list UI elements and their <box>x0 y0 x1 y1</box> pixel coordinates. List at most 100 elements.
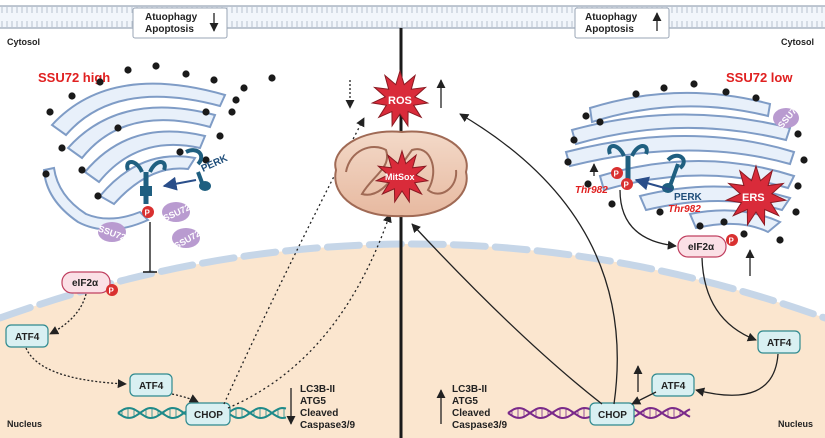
box-right-line1: Atuophagy <box>585 12 638 23</box>
atf4-nuclear-import-arrow <box>25 347 127 389</box>
nucleus <box>0 240 825 438</box>
atf4-right-nuclear-import-arrow <box>695 353 779 397</box>
title-ssu72-low: SSU72 low <box>726 70 793 85</box>
svg-text:CHOP: CHOP <box>194 410 223 421</box>
ribosome-dot-right-13 <box>792 208 800 216</box>
ribosome-dot-right-9 <box>596 118 604 126</box>
svg-text:P: P <box>614 170 620 179</box>
nucleus-label-right: Nucleus <box>778 419 813 429</box>
atf4-left-cyto: ATF4 <box>5 324 49 348</box>
ribosome-dot-left-7 <box>268 74 276 82</box>
ssu72-protein-a: SSU72 <box>97 222 127 243</box>
er-right-ribosomes <box>564 80 808 244</box>
membrane-box-right: Atuophagy Apoptosis <box>574 7 670 39</box>
svg-text:ATG5: ATG5 <box>300 396 326 407</box>
svg-text:MitSox: MitSox <box>385 172 415 182</box>
ribosome-dot-left-11 <box>78 166 86 174</box>
svg-text:ERS: ERS <box>742 192 765 204</box>
ribosome-dot-left-18 <box>176 148 184 156</box>
box-left-line1: Atuophagy <box>145 12 198 23</box>
atf4-left-nucleus: ATF4 <box>129 373 173 397</box>
thr982-label-a: Thr982 <box>575 185 608 196</box>
cytosol-label-right: Cytosol <box>781 37 814 47</box>
perk-receptor-left <box>125 160 167 204</box>
box-left-line2: Apoptosis <box>145 24 194 35</box>
ribosome-dot-left-0 <box>68 92 76 100</box>
cell-membrane <box>0 5 825 29</box>
svg-text:LC3B-II: LC3B-II <box>452 384 487 395</box>
svg-text:ATF4: ATF4 <box>661 381 686 392</box>
ribosome-dot-right-2 <box>690 80 698 88</box>
targets-left: LC3B-II ATG5 Cleaved Caspase3/9 <box>300 384 355 431</box>
ssu72-protein-b: SSU72 <box>162 202 192 223</box>
svg-text:eIF2α: eIF2α <box>72 278 99 289</box>
ribosome-dot-right-19 <box>608 200 616 208</box>
box-right-line2: Apoptosis <box>585 24 634 35</box>
ribosome-dot-right-3 <box>722 88 730 96</box>
ssu72-protein-c: SSU72 <box>172 228 202 251</box>
ribosome-dot-right-8 <box>584 180 592 188</box>
atf4-to-chop-arrow <box>171 393 199 403</box>
ribosome-dot-left-17 <box>202 156 210 164</box>
svg-text:ATF4: ATF4 <box>139 381 164 392</box>
ribosome-dot-left-8 <box>46 108 54 116</box>
nucleus-label-left: Nucleus <box>7 419 42 429</box>
svg-text:eIF2α: eIF2α <box>688 242 715 253</box>
chop-left-to-mito-arrow <box>227 213 392 409</box>
svg-text:LC3B-II: LC3B-II <box>300 384 335 395</box>
ribosome-dot-right-10 <box>794 130 802 138</box>
ribosome-dot-right-7 <box>564 158 572 166</box>
ribosome-dot-left-13 <box>114 124 122 132</box>
receptor-to-eif2a-arrow <box>619 189 677 250</box>
perk-label-right: PERK <box>674 192 703 203</box>
eif2a-to-atf4-right-arrow <box>701 257 757 342</box>
svg-text:ROS: ROS <box>388 95 412 107</box>
ribosome-dot-right-16 <box>720 218 728 226</box>
ribosome-dot-right-18 <box>656 208 664 216</box>
atf4-right-to-chop-arrow <box>631 391 657 405</box>
atf4-right-nucleus: ATF4 <box>651 373 695 397</box>
thr982-label-b: Thr982 <box>668 204 701 215</box>
ribosome-dot-right-0 <box>632 90 640 98</box>
phospho-left-receptor-label: P <box>145 209 151 218</box>
er-left-ribosomes <box>42 62 276 200</box>
ribosome-dot-right-11 <box>800 156 808 164</box>
er-left <box>42 82 227 231</box>
svg-text:ATF4: ATF4 <box>767 338 792 349</box>
svg-text:P: P <box>729 237 735 246</box>
perk-free-left <box>185 148 211 191</box>
cytosol-label-left: Cytosol <box>7 37 40 47</box>
svg-text:Caspase3/9: Caspase3/9 <box>300 420 355 431</box>
ribosome-dot-left-10 <box>42 170 50 178</box>
perk-label-left: PERK <box>200 153 231 175</box>
svg-text:ATF4: ATF4 <box>15 332 40 343</box>
ribosome-dot-right-1 <box>660 84 668 92</box>
svg-text:CHOP: CHOP <box>598 410 627 421</box>
perk-right-to-receptor-arrow <box>634 176 673 191</box>
svg-text:Cleaved: Cleaved <box>300 408 338 419</box>
ribosome-dot-left-3 <box>152 62 160 70</box>
ribosome-dot-left-12 <box>94 192 102 200</box>
ribosome-dot-left-9 <box>58 144 66 152</box>
phospho-right-2 <box>621 178 633 190</box>
perk-to-receptor-arrow <box>162 176 197 191</box>
perk-receptor-right <box>607 144 649 182</box>
eif2a-left: eIF2α P <box>61 271 118 296</box>
targets-right: LC3B-II ATG5 Cleaved Caspase3/9 <box>452 384 507 431</box>
ribosome-dot-left-14 <box>202 108 210 116</box>
svg-text:Cleaved: Cleaved <box>452 408 490 419</box>
mitsox-star: MitSox <box>374 149 430 204</box>
ribosome-dot-right-14 <box>776 236 784 244</box>
svg-text:ATG5: ATG5 <box>452 396 478 407</box>
ribosome-dot-left-4 <box>182 70 190 78</box>
eif2a-to-atf4-arrow <box>49 293 87 335</box>
ers-star: ERS <box>724 164 788 227</box>
svg-text:Caspase3/9: Caspase3/9 <box>452 420 507 431</box>
ros-star: ROS <box>370 69 430 128</box>
ribosome-dot-left-6 <box>240 84 248 92</box>
ssu72-protein-right: SSU72 <box>773 102 802 130</box>
membrane-box-left: Atuophagy Apoptosis <box>132 7 228 39</box>
ribosome-dot-left-16 <box>216 132 224 140</box>
phospho-left-receptor <box>142 206 154 218</box>
